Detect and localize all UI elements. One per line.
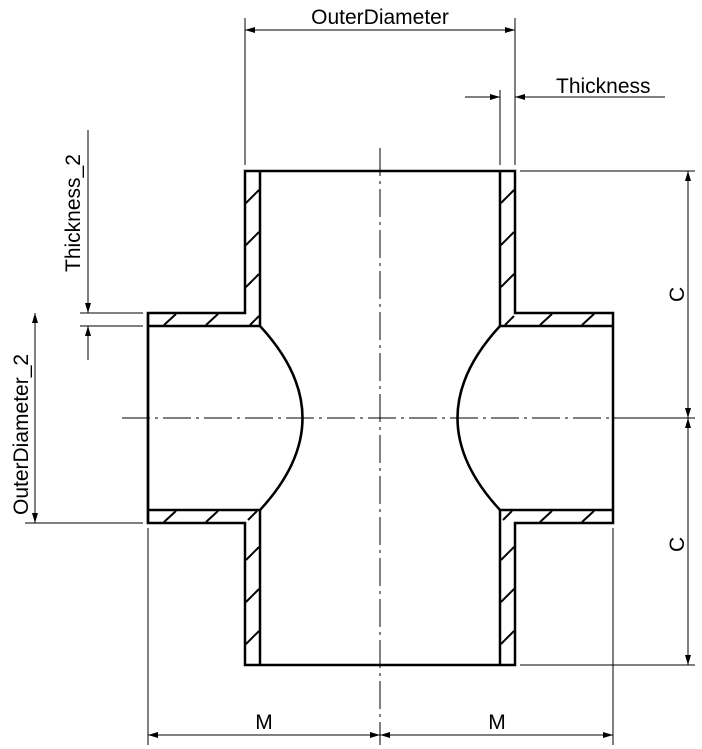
outer-diameter-2-label: OuterDiameter_2 [10,354,33,515]
dimension-thickness-2: Thickness_2 [62,130,143,360]
thickness-2-label: Thickness_2 [62,154,85,272]
dimension-outer-diameter: OuterDiameter [244,6,516,165]
outer-diameter-label: OuterDiameter [311,6,449,29]
dimension-m: M M [147,528,614,745]
centerlines [122,148,640,745]
fitting-outline [146,169,615,667]
section-hatching [163,189,595,645]
thickness-label: Thickness [556,75,651,98]
c-bottom-label: C [666,537,689,552]
dimension-c: C C [520,170,695,666]
dimension-outer-diameter-2: OuterDiameter_2 [10,313,143,524]
m-left-label: M [255,711,273,734]
dimension-thickness: Thickness [465,75,665,165]
c-top-label: C [666,287,689,302]
m-right-label: M [488,711,506,734]
